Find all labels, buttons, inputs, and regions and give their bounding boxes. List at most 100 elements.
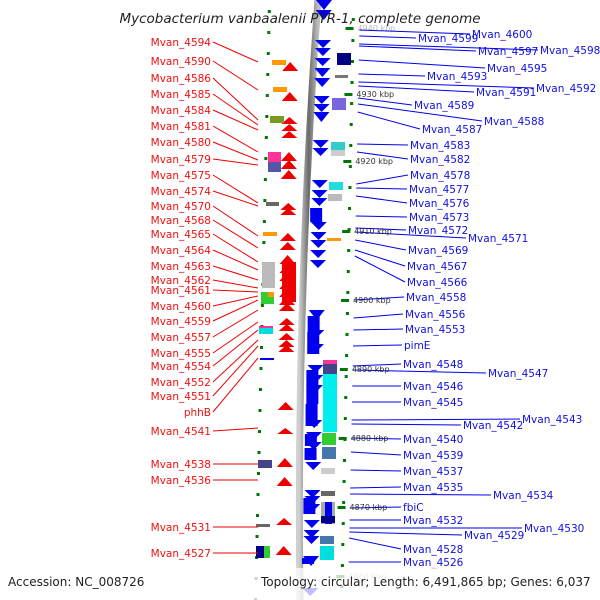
gene-label-left[interactable]: Mvan_4551 bbox=[151, 391, 211, 403]
gene-label-left[interactable]: Mvan_4563 bbox=[151, 261, 211, 273]
gene-label-right[interactable]: Mvan_4595 bbox=[487, 63, 547, 75]
gene-label-right[interactable]: Mvan_4598 bbox=[540, 45, 600, 57]
gene-label-left[interactable]: Mvan_4552 bbox=[151, 377, 211, 389]
gene-label-right[interactable]: Mvan_4556 bbox=[405, 309, 466, 321]
gene-label-right[interactable]: Mvan_4548 bbox=[403, 359, 463, 371]
gene-label-left[interactable]: Mvan_4564 bbox=[151, 245, 212, 257]
gene-label-left[interactable]: Mvan_4565 bbox=[151, 229, 211, 241]
gene-label-left[interactable]: Mvan_4590 bbox=[151, 56, 211, 68]
gene-label-right[interactable]: pimE bbox=[404, 340, 430, 352]
tick-dot bbox=[345, 354, 349, 357]
gene-label-left[interactable]: Mvan_4527 bbox=[151, 548, 211, 560]
gene-label-right[interactable]: Mvan_4528 bbox=[403, 544, 463, 556]
gene-label-right[interactable]: Mvan_4573 bbox=[409, 212, 469, 224]
tick-dot bbox=[340, 564, 344, 567]
gene-label-right[interactable]: Mvan_4546 bbox=[403, 381, 464, 393]
gene-label-right[interactable]: Mvan_4567 bbox=[407, 261, 467, 273]
gene-label-left[interactable]: Mvan_4581 bbox=[151, 121, 211, 133]
gene-label-right[interactable]: Mvan_4540 bbox=[403, 434, 463, 446]
reverse-gene-body bbox=[307, 316, 320, 334]
gene-label-left[interactable]: Mvan_4575 bbox=[151, 170, 211, 182]
gene-label-right[interactable]: Mvan_4542 bbox=[463, 420, 523, 432]
gene-label-left[interactable]: Mvan_4541 bbox=[151, 426, 211, 438]
gene-block bbox=[322, 433, 336, 445]
tick-dot bbox=[344, 375, 348, 378]
gene-label-right[interactable]: Mvan_4587 bbox=[422, 124, 482, 136]
tick-dot bbox=[260, 304, 264, 307]
leader-line bbox=[353, 296, 405, 301]
reverse-gene-arrow bbox=[310, 240, 327, 248]
gene-label-right[interactable]: Mvan_4532 bbox=[403, 515, 463, 527]
gene-label-left[interactable]: Mvan_4594 bbox=[151, 37, 212, 49]
right-label-leaders bbox=[348, 29, 539, 563]
gene-label-right[interactable]: Mvan_4588 bbox=[484, 116, 544, 128]
tick-dot bbox=[266, 52, 270, 55]
kbp-tick-mark bbox=[337, 506, 346, 509]
gene-label-right[interactable]: Mvan_4593 bbox=[427, 71, 487, 83]
gene-label-left[interactable]: Mvan_4554 bbox=[151, 361, 212, 373]
gene-label-right[interactable]: Mvan_4597 bbox=[478, 46, 538, 58]
tick-dot bbox=[256, 472, 260, 475]
gene-label-right[interactable]: Mvan_4526 bbox=[403, 557, 464, 569]
gene-label-left[interactable]: Mvan_4561 bbox=[151, 285, 211, 297]
gene-label-right[interactable]: Mvan_4547 bbox=[488, 368, 548, 380]
gene-label-left[interactable]: Mvan_4538 bbox=[151, 459, 211, 471]
gene-label-left[interactable]: Mvan_4568 bbox=[151, 215, 211, 227]
gene-label-left[interactable]: Mvan_4570 bbox=[151, 201, 211, 213]
kbp-tick-mark bbox=[343, 160, 352, 163]
kbp-label: 4940 kbp bbox=[358, 24, 396, 33]
gene-label-right[interactable]: Mvan_4576 bbox=[409, 198, 470, 210]
gene-label-left[interactable]: Mvan_4586 bbox=[151, 73, 212, 85]
gene-label-right[interactable]: Mvan_4583 bbox=[410, 140, 470, 152]
gene-label-left[interactable]: Mvan_4584 bbox=[151, 105, 212, 117]
gene-label-right[interactable]: Mvan_4600 bbox=[472, 29, 532, 41]
tick-dot bbox=[344, 396, 348, 399]
gene-label-right[interactable]: Mvan_4569 bbox=[408, 245, 468, 257]
gene-label-right[interactable]: Mvan_4545 bbox=[403, 397, 463, 409]
forward-gene-arrow bbox=[278, 345, 295, 352]
gene-label-left[interactable]: Mvan_4531 bbox=[151, 522, 211, 534]
gene-label-right[interactable]: Mvan_4582 bbox=[410, 154, 470, 166]
leader-line bbox=[349, 506, 402, 509]
forward-gene-arrow bbox=[280, 203, 297, 210]
gene-label-left[interactable]: Mvan_4562 bbox=[151, 275, 211, 287]
gene-label-left[interactable]: Mvan_4579 bbox=[151, 154, 211, 166]
gene-label-right[interactable]: Mvan_4591 bbox=[476, 87, 536, 99]
gene-label-right[interactable]: Mvan_4577 bbox=[409, 184, 469, 196]
gene-label-right[interactable]: Mvan_4572 bbox=[408, 225, 468, 237]
gene-label-right[interactable]: Mvan_4530 bbox=[524, 523, 584, 535]
gene-label-left[interactable]: Mvan_4580 bbox=[151, 137, 211, 149]
reverse-gene-body bbox=[301, 558, 314, 564]
gene-label-right[interactable]: Mvan_4566 bbox=[407, 277, 468, 289]
gene-label-left[interactable]: Mvan_4560 bbox=[151, 301, 211, 313]
gene-label-right[interactable]: fbiC bbox=[403, 502, 424, 514]
leader-line bbox=[212, 427, 259, 432]
gene-label-right[interactable]: Mvan_4589 bbox=[414, 100, 474, 112]
gene-label-right[interactable]: Mvan_4571 bbox=[468, 233, 528, 245]
reverse-gene-arrow bbox=[309, 260, 326, 268]
gene-label-right[interactable]: Mvan_4592 bbox=[536, 83, 596, 95]
kbp-label: 4870 kbp bbox=[350, 503, 388, 512]
reverse-gene-arrow bbox=[308, 310, 325, 320]
gene-label-left[interactable]: Mvan_4574 bbox=[151, 186, 212, 198]
gene-label-right[interactable]: Mvan_4543 bbox=[522, 414, 582, 426]
gene-label-left[interactable]: Mvan_4585 bbox=[151, 89, 211, 101]
gene-label-left[interactable]: phhB bbox=[184, 407, 211, 419]
gene-label-left[interactable]: Mvan_4559 bbox=[151, 316, 211, 328]
gene-label-right[interactable]: Mvan_4537 bbox=[403, 466, 463, 478]
leader-line bbox=[212, 249, 259, 271]
gene-label-right[interactable]: Mvan_4535 bbox=[403, 482, 463, 494]
gene-label-right[interactable]: Mvan_4529 bbox=[464, 530, 524, 542]
gene-label-left[interactable]: Mvan_4536 bbox=[151, 475, 212, 487]
forward-gene-arrow bbox=[277, 402, 294, 410]
gene-label-left[interactable]: Mvan_4557 bbox=[151, 332, 211, 344]
gene-label-right[interactable]: Mvan_4553 bbox=[405, 324, 465, 336]
leader-line bbox=[354, 255, 406, 283]
gene-label-right[interactable]: Mvan_4539 bbox=[403, 450, 463, 462]
gene-block bbox=[260, 358, 274, 360]
gene-label-right[interactable]: Mvan_4599 bbox=[418, 33, 478, 45]
gene-label-right[interactable]: Mvan_4578 bbox=[410, 170, 470, 182]
gene-label-right[interactable]: Mvan_4534 bbox=[493, 490, 554, 502]
gene-label-left[interactable]: Mvan_4555 bbox=[151, 348, 211, 360]
gene-label-right[interactable]: Mvan_4558 bbox=[406, 292, 466, 304]
